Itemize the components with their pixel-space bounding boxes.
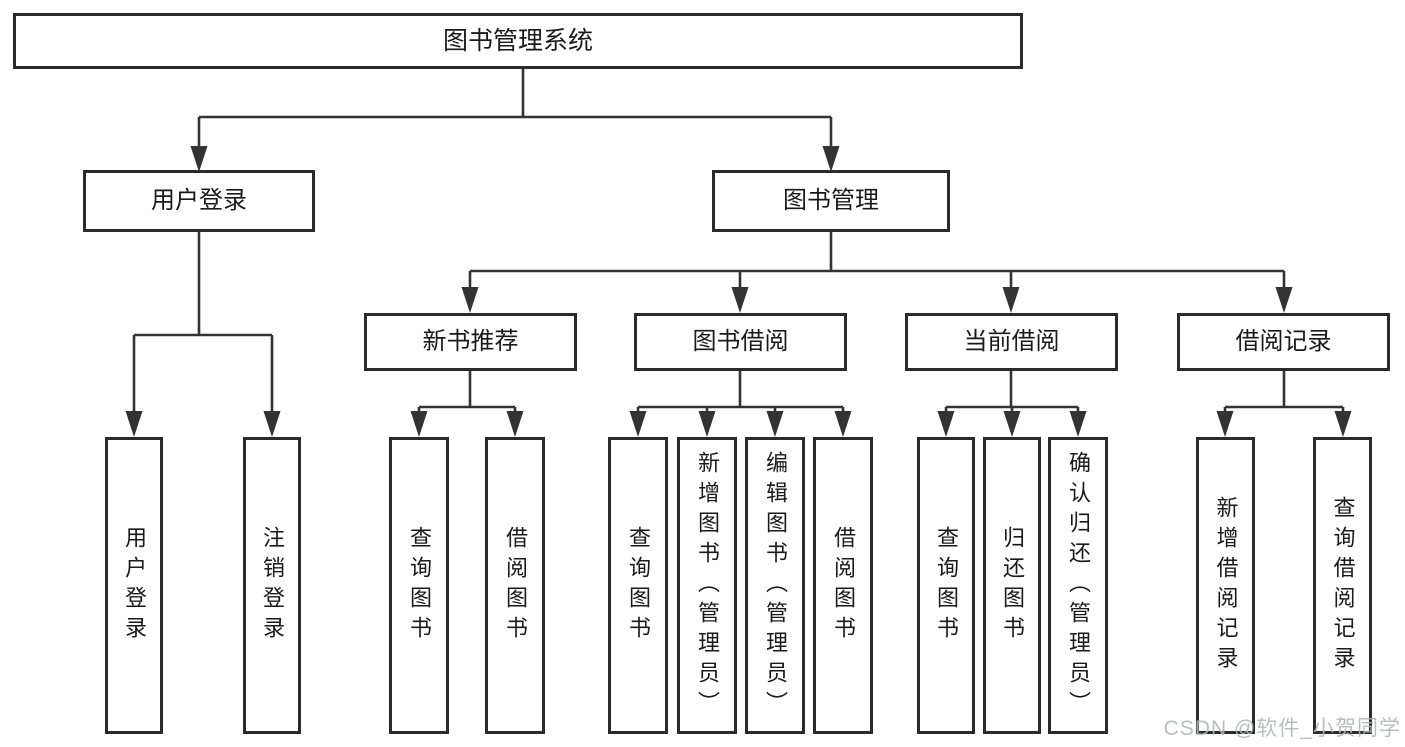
leaf-newbook-query-books-label: 查询图书 <box>407 525 432 646</box>
node-root-label: 图书管理系统 <box>442 27 593 55</box>
node-book-borrow: 图书借阅 <box>634 313 847 371</box>
node-new-book-recommend: 新书推荐 <box>364 313 577 371</box>
node-user-login: 用户登录 <box>83 170 315 232</box>
leaf-borrow-borrow-books: 借阅图书 <box>813 437 873 734</box>
arrow-to-book-management-head <box>822 146 840 172</box>
node-book-borrow-label: 图书借阅 <box>692 327 789 355</box>
leaf-newbook-borrow-books: 借阅图书 <box>485 437 545 734</box>
leaf-add-book-admin: 新增图书（管理员） <box>677 437 737 734</box>
leaf-edit-book-admin-label: 编辑图书（管理员） <box>763 450 788 721</box>
leaf-confirm-return-admin-label: 确认归还（管理员） <box>1066 450 1091 721</box>
leaf-query-borrow-record: 查询借阅记录 <box>1313 437 1372 734</box>
leaf-borrow-query-books-label: 查询图书 <box>626 525 651 646</box>
node-root: 图书管理系统 <box>13 13 1023 69</box>
leaf-borrow-borrow-books-label: 借阅图书 <box>831 525 856 646</box>
leaf-user-login-label: 用户登录 <box>122 525 147 646</box>
leaf-current-query-books-label: 查询图书 <box>934 525 959 646</box>
leaf-logout-label: 注销登录 <box>260 525 285 646</box>
node-current-borrow: 当前借阅 <box>905 313 1118 371</box>
leaf-newbook-query-books: 查询图书 <box>389 437 449 734</box>
leaf-newbook-borrow-books-label: 借阅图书 <box>503 525 528 646</box>
leaf-add-book-admin-label: 新增图书（管理员） <box>695 450 720 721</box>
leaf-borrow-query-books: 查询图书 <box>608 437 668 734</box>
leaf-add-borrow-record: 新增借阅记录 <box>1196 437 1255 734</box>
node-book-management-label: 图书管理 <box>783 186 879 214</box>
node-book-management: 图书管理 <box>712 170 950 232</box>
leaf-current-query-books: 查询图书 <box>917 437 975 734</box>
leaf-confirm-return-admin: 确认归还（管理员） <box>1048 437 1108 734</box>
node-new-book-recommend-label: 新书推荐 <box>422 327 519 355</box>
leaf-return-books-label: 归还图书 <box>1000 525 1025 646</box>
node-borrow-records-label: 借阅记录 <box>1235 327 1332 355</box>
leaf-query-borrow-record-label: 查询借阅记录 <box>1330 495 1356 676</box>
leaf-return-books: 归还图书 <box>983 437 1041 734</box>
node-user-login-label: 用户登录 <box>151 186 247 214</box>
leaf-edit-book-admin: 编辑图书（管理员） <box>745 437 805 734</box>
arrow-to-user-login-head <box>190 146 208 172</box>
watermark: CSDN @软件_小贺同学 <box>1163 717 1401 740</box>
leaf-logout: 注销登录 <box>243 437 301 734</box>
leaf-add-borrow-record-label: 新增借阅记录 <box>1213 495 1239 676</box>
node-borrow-records: 借阅记录 <box>1177 313 1390 371</box>
node-current-borrow-label: 当前借阅 <box>963 327 1060 355</box>
leaf-user-login: 用户登录 <box>105 437 163 734</box>
